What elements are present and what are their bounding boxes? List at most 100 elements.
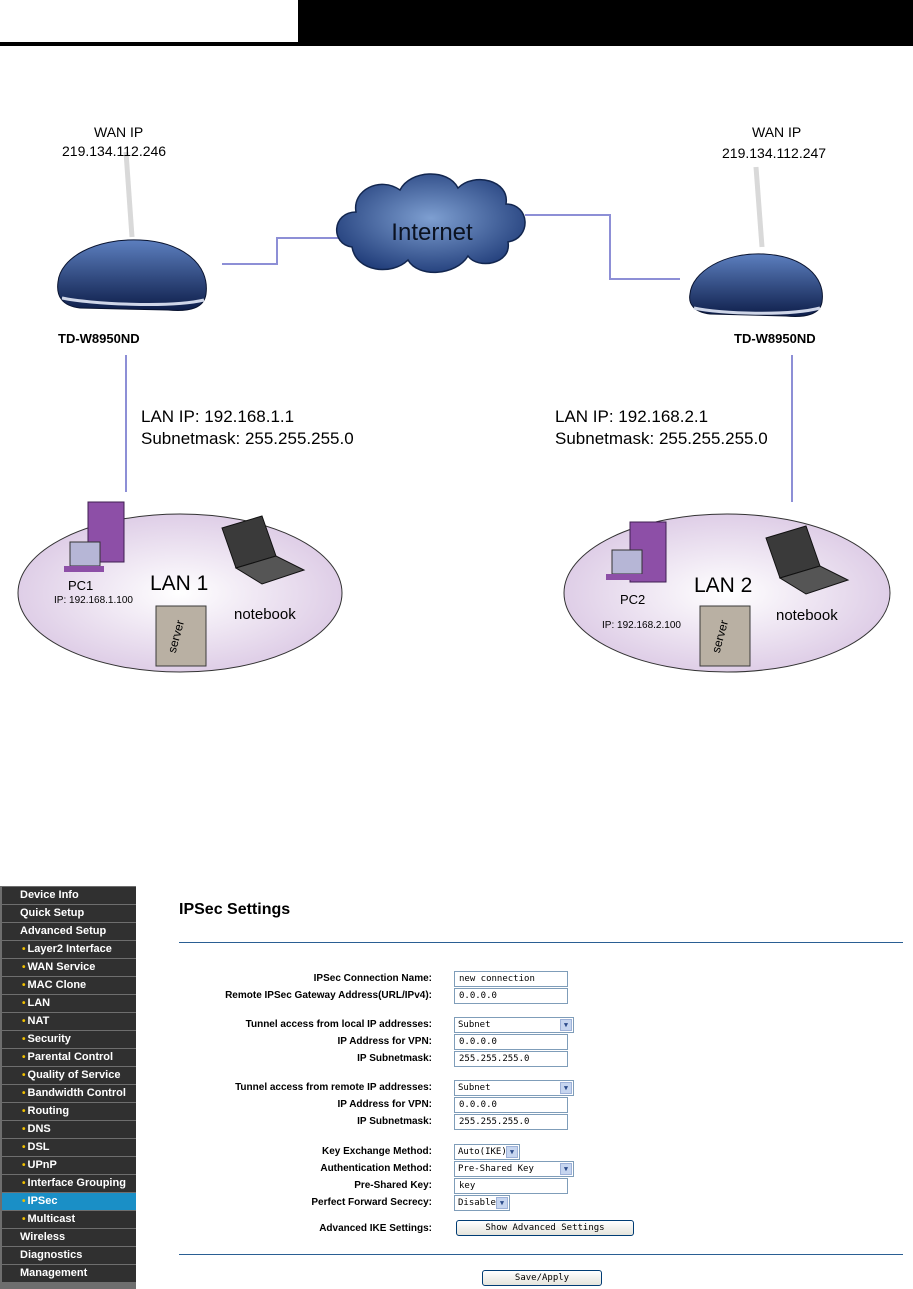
sidebar-item-label: Bandwidth Control: [27, 1087, 126, 1099]
pfs-select[interactable]: Disable▼: [454, 1195, 510, 1211]
left-wan-label: WAN IP: [94, 124, 143, 140]
remote-gw-input[interactable]: 0.0.0.0: [454, 988, 568, 1004]
right-lan-ip: LAN IP: 192.168.2.1: [555, 407, 708, 426]
sidebar-item-label: Quality of Service: [27, 1069, 121, 1081]
remote-mask-input[interactable]: 255.255.255.0: [454, 1114, 568, 1130]
left-subnet: Subnetmask: 255.255.255.0: [141, 429, 354, 448]
left-router-model: TD-W8950ND: [58, 331, 140, 346]
lan1-group: PC1 IP: 192.168.1.100 server notebook LA…: [17, 501, 343, 673]
remote-access-select[interactable]: Subnet▼: [454, 1080, 574, 1096]
sidebar-item-interface-grouping[interactable]: •Interface Grouping: [2, 1175, 136, 1192]
sidebar-item-label: Advanced Setup: [20, 925, 107, 937]
sidebar-item-management[interactable]: Management: [2, 1265, 136, 1282]
sidebar-item-label: WAN Service: [27, 961, 96, 973]
conn-name-input[interactable]: new connection: [454, 971, 568, 987]
sidebar-item-upnp[interactable]: •UPnP: [2, 1157, 136, 1174]
sidebar-item-wan-service[interactable]: •WAN Service: [2, 959, 136, 976]
top-divider: [179, 942, 903, 943]
sidebar-item-quick-setup[interactable]: Quick Setup: [2, 905, 136, 922]
bullet-icon: •: [22, 1214, 26, 1225]
chevron-down-icon: ▼: [560, 1082, 572, 1094]
sidebar-item-ipsec[interactable]: •IPSec: [2, 1193, 136, 1210]
internet-label: Internet: [391, 219, 473, 246]
sidebar-item-label: Layer2 Interface: [27, 943, 112, 955]
right-wan-ip: 219.134.112.247: [722, 145, 826, 161]
bullet-icon: •: [22, 1160, 26, 1171]
sidebar-item-label: Quick Setup: [20, 907, 85, 919]
remote-ip-input[interactable]: 0.0.0.0: [454, 1097, 568, 1113]
auth-method-label: Authentication Method:: [320, 1163, 432, 1174]
right-router-model: TD-W8950ND: [734, 331, 816, 346]
remote-ip-label: IP Address for VPN:: [337, 1099, 432, 1110]
key-exchange-value: Auto(IKE): [458, 1147, 507, 1157]
left-router: TD-W8950ND WAN IP 219.134.112.246: [57, 124, 207, 346]
local-access-select[interactable]: Subnet▼: [454, 1017, 574, 1033]
notebook1-label: notebook: [234, 606, 296, 623]
chevron-down-icon: ▼: [506, 1146, 518, 1158]
bullet-icon: •: [22, 998, 26, 1009]
sidebar-item-label: NAT: [27, 1015, 50, 1027]
sidebar-item-security[interactable]: •Security: [2, 1031, 136, 1048]
page-title: IPSec Settings: [179, 901, 291, 918]
sidebar-item-lan[interactable]: •LAN: [2, 995, 136, 1012]
sidebar-item-layer2-interface[interactable]: •Layer2 Interface: [2, 941, 136, 958]
pc1-name: PC1: [68, 578, 93, 593]
bullet-icon: •: [22, 1142, 26, 1153]
header-rule: [0, 42, 913, 46]
auth-method-select[interactable]: Pre-Shared Key▼: [454, 1161, 574, 1177]
sidebar-item-quality-of-service[interactable]: •Quality of Service: [2, 1067, 136, 1084]
remote-mask-label: IP Subnetmask:: [357, 1116, 432, 1127]
remote-gw-label: Remote IPSec Gateway Address(URL/IPv4):: [225, 990, 432, 1001]
save-apply-button[interactable]: Save/Apply: [482, 1270, 602, 1286]
pfs-label: Perfect Forward Secrecy:: [311, 1197, 432, 1208]
network-diagram: Internet TD-W8950ND WAN IP 219.134.112.2…: [0, 72, 913, 690]
sidebar-item-multicast[interactable]: •Multicast: [2, 1211, 136, 1228]
sidebar-item-routing[interactable]: •Routing: [2, 1103, 136, 1120]
bullet-icon: •: [22, 980, 26, 991]
chevron-down-icon: ▼: [496, 1197, 508, 1209]
left-wan-link: [222, 237, 343, 265]
sidebar-item-label: Wireless: [20, 1231, 66, 1243]
bullet-icon: •: [22, 1016, 26, 1027]
remote-access-label: Tunnel access from remote IP addresses:: [235, 1082, 432, 1093]
sidebar-item-bandwidth-control[interactable]: •Bandwidth Control: [2, 1085, 136, 1102]
sidebar-item-device-info[interactable]: Device Info: [2, 887, 136, 904]
pc1-ip: IP: 192.168.1.100: [54, 595, 133, 606]
bullet-icon: •: [22, 1052, 26, 1063]
notebook2-label: notebook: [776, 607, 838, 624]
sidebar-item-label: Interface Grouping: [27, 1177, 126, 1189]
sidebar-item-parental-control[interactable]: •Parental Control: [2, 1049, 136, 1066]
bullet-icon: •: [22, 1178, 26, 1189]
sidebar-item-label: MAC Clone: [27, 979, 87, 991]
key-exchange-select[interactable]: Auto(IKE)▼: [454, 1144, 520, 1160]
pfs-value: Disable: [458, 1198, 496, 1208]
server2: [699, 605, 751, 667]
key-exchange-label: Key Exchange Method:: [321, 1146, 432, 1157]
psk-input[interactable]: key: [454, 1178, 568, 1194]
lan1-title: LAN 1: [150, 572, 208, 595]
sidebar-item-mac-clone[interactable]: •MAC Clone: [2, 977, 136, 994]
bullet-icon: •: [22, 1034, 26, 1045]
bullet-icon: •: [22, 1088, 26, 1099]
local-access-value: Subnet: [458, 1020, 491, 1030]
sidebar-item-dns[interactable]: •DNS: [2, 1121, 136, 1138]
sidebar-item-nat[interactable]: •NAT: [2, 1013, 136, 1030]
bottom-divider: [179, 1254, 903, 1255]
sidebar-item-wireless[interactable]: Wireless: [2, 1229, 136, 1246]
show-advanced-settings-button[interactable]: Show Advanced Settings: [456, 1220, 634, 1236]
sidebar-item-label: Parental Control: [27, 1051, 114, 1063]
psk-label: Pre-Shared Key:: [354, 1180, 432, 1191]
local-ip-label: IP Address for VPN:: [337, 1036, 432, 1047]
sidebar-item-diagnostics[interactable]: Diagnostics: [2, 1247, 136, 1264]
local-mask-input[interactable]: 255.255.255.0: [454, 1051, 568, 1067]
bullet-icon: •: [22, 1196, 26, 1207]
local-ip-input[interactable]: 0.0.0.0: [454, 1034, 568, 1050]
sidebar-item-dsl[interactable]: •DSL: [2, 1139, 136, 1156]
bullet-icon: •: [22, 962, 26, 973]
conn-name-label: IPSec Connection Name:: [313, 973, 432, 984]
bullet-icon: •: [22, 1106, 26, 1117]
sidebar-item-advanced-setup[interactable]: Advanced Setup: [2, 923, 136, 940]
lan2-group: PC2 IP: 192.168.2.100 server notebook LA…: [563, 513, 891, 673]
auth-method-value: Pre-Shared Key: [458, 1164, 534, 1174]
